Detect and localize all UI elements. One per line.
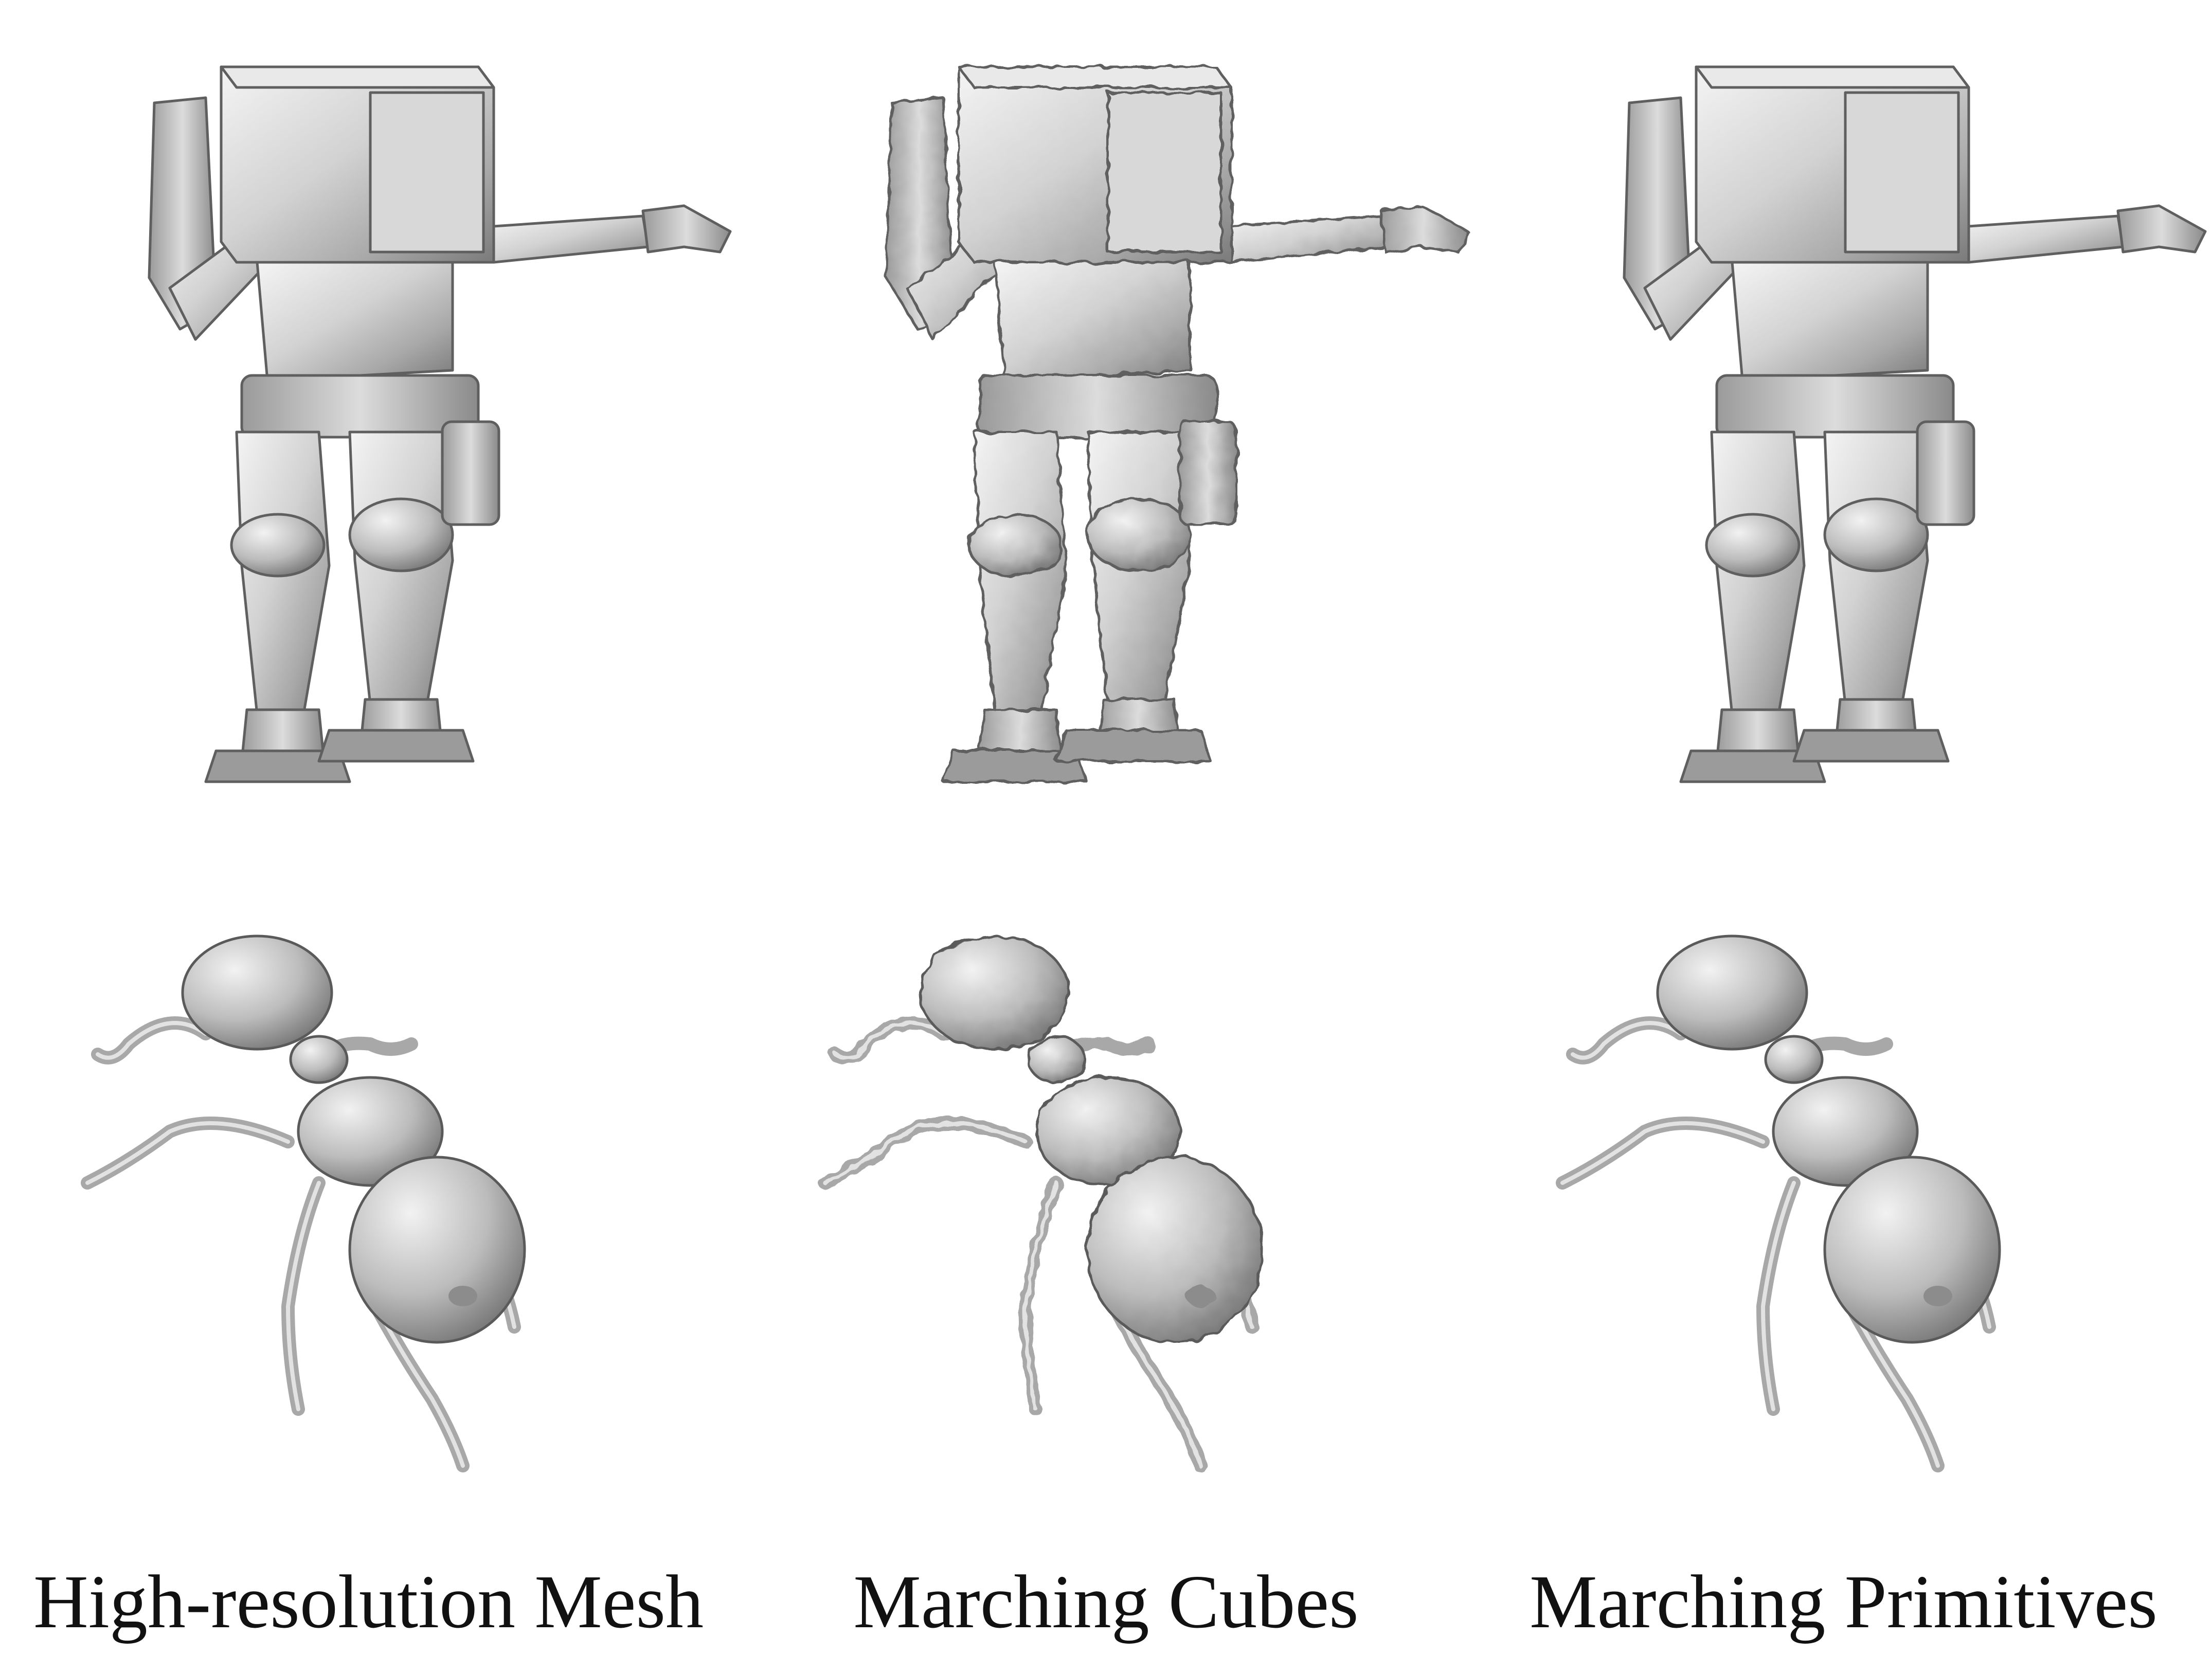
ant-render-marching-cubes	[738, 915, 1474, 1543]
column-marching-primitives: Marching Primitives	[1475, 0, 2212, 1673]
column-high-resolution-mesh: High-resolution Mesh	[0, 0, 737, 1673]
robot-model-icon	[1475, 21, 2212, 843]
ant-model-icon	[1475, 915, 2212, 1543]
ant-render-high-resolution	[0, 915, 737, 1543]
robot-render-high-resolution	[0, 21, 737, 843]
robot-render-marching-cubes	[738, 21, 1474, 843]
caption-high-resolution-mesh: High-resolution Mesh	[33, 1560, 704, 1644]
ant-model-icon	[0, 915, 737, 1543]
robot-model-icon	[0, 21, 737, 843]
robot-render-marching-primitives	[1475, 21, 2212, 843]
caption-marching-cubes: Marching Cubes	[853, 1560, 1359, 1644]
ant-model-icon	[738, 915, 1474, 1543]
caption-marching-primitives: Marching Primitives	[1530, 1560, 2157, 1644]
column-marching-cubes: Marching Cubes	[738, 0, 1474, 1673]
robot-model-icon	[738, 21, 1474, 843]
ant-render-marching-primitives	[1475, 915, 2212, 1543]
